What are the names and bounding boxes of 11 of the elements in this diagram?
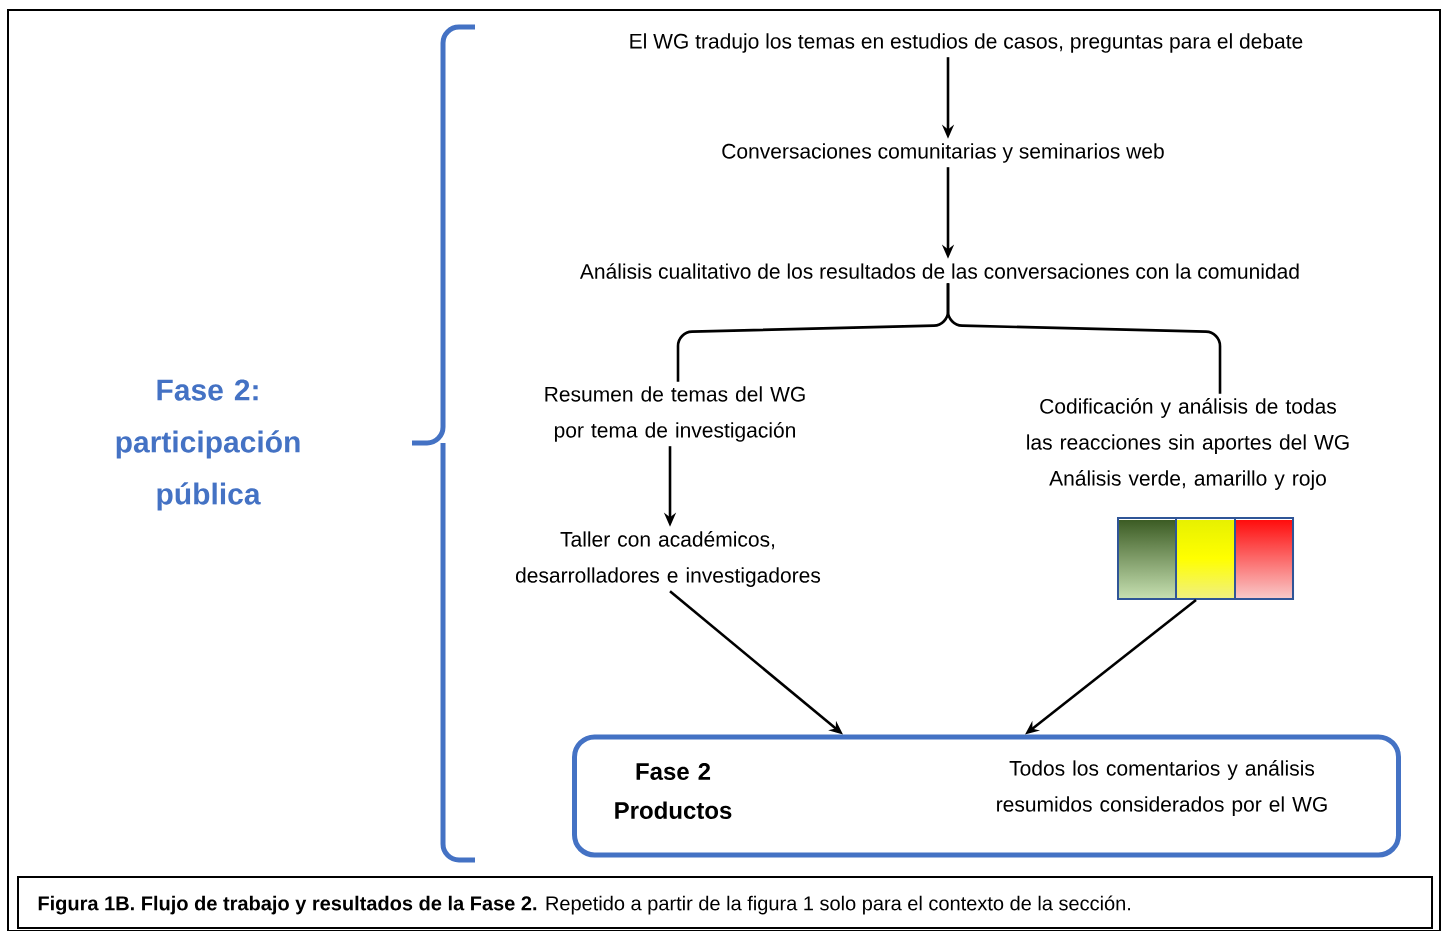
step-text: Conversaciones comunitarias y seminarios web	[722, 143, 1164, 163]
output-box: Fase 2 Productos Todos los comentarios y análisis resumidos considerados por el WG	[572, 734, 1401, 858]
step-text: Taller con académicos, desarrolladores e investigadores	[515, 531, 821, 587]
step-text: Resumen de temas del WG por tema de investigación	[545, 386, 805, 442]
step-text: Análisis cualitativo de los resultados de las conversaciones con la comunidad	[579, 263, 1299, 279]
color-scale	[1117, 517, 1294, 600]
step-text: El WG tradujo los temas en estudios de casos, preguntas para el debate	[630, 33, 1303, 53]
phase-label: Fase 2: participación pública	[116, 379, 300, 511]
caption-box: Figura 1B. Flujo de trabajo y resultados de la Fase 2. Repetido a partir de la figura 1 solo para el contexto de la sección.	[17, 876, 1433, 929]
brace-line	[946, 283, 1222, 394]
step-text: Codificación y análisis de todas las reacciones sin aportes del WG Análisis verde, amarillo y rojo	[1027, 398, 1349, 490]
